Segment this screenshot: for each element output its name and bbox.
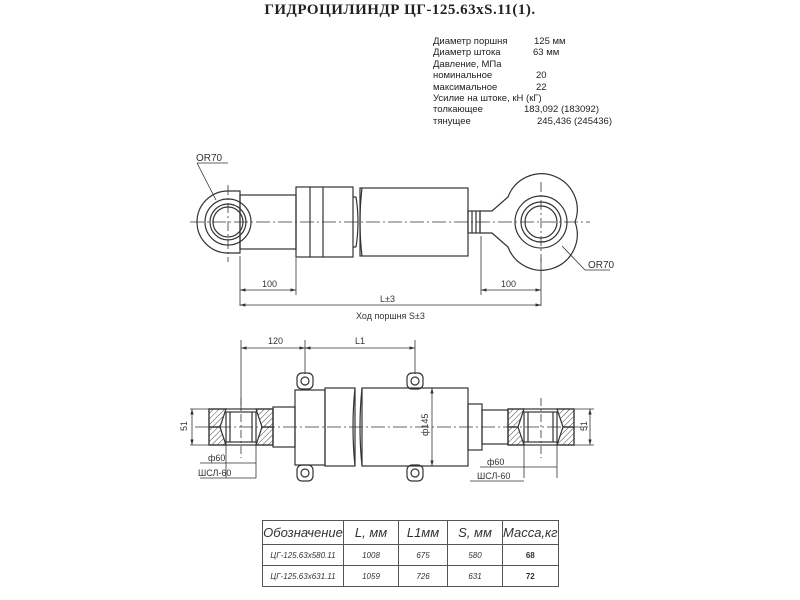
side-view [190,340,594,482]
spec-label: номинальное [433,70,493,82]
dim-100-left: 100 [262,279,277,289]
cell-stroke: 631 [447,565,503,587]
left-eye-outline [196,190,241,254]
radius-label-right: OR70 [588,260,615,271]
dim-stroke: Ход поршня S±3 [356,311,425,321]
spec-label: толкающее [433,104,483,116]
header-designation: Обозначение [262,520,344,545]
spec-label: тянущее [433,115,471,127]
spec-value: 245,436 (245436) [537,115,613,127]
spec-value: 63 мм [533,47,560,59]
dim-d60-left: ф60 [208,453,225,463]
spec-value: 183,092 (183092) [524,104,600,116]
table-header-row: Обозначение L, мм L1мм S, мм Масса,кг [262,520,559,545]
spec-label: Усилие на штоке, кН (кГ) [433,92,542,104]
radius-label-left: OR70 [196,153,223,164]
spec-value: 125 мм [534,36,566,47]
rear-head-side [294,389,326,466]
spec-label: Диаметр поршня [433,36,508,47]
table-row: ЦГ-125.63х631.11 1059 726 631 72 [262,565,559,587]
dim-d60-right: ф60 [487,457,504,467]
table-row: ЦГ-125.63х580.11 1008 675 580 68 [262,544,559,566]
cell-mass: 68 [502,544,559,566]
drawing-title: ГИДРОЦИЛИНДР ЦГ-125.63хS.11(1). [264,2,536,18]
spec-value: 20 [536,70,547,82]
cell-length: 1008 [343,544,399,566]
tie-rod-nut [296,464,314,482]
spec-label: Давление, МПа [433,58,502,70]
dim-L1: L1 [355,336,365,346]
bearing-label-right: ШСЛ-60 [477,471,510,481]
cell-length-1: 726 [398,565,448,587]
tie-rod-nut [406,464,424,482]
bearing-label-left: ШСЛ-60 [198,468,231,478]
dim-100-right: 100 [501,279,516,289]
cell-length-1: 675 [398,544,448,566]
dim-d145: ф145 [420,414,430,436]
variants-table: Обозначение L, мм L1мм S, мм Масса,кг ЦГ… [262,520,559,587]
header-mass: Масса,кг [502,520,559,545]
cell-designation: ЦГ-125.63х580.11 [262,544,344,566]
tie-rod-nut [406,372,424,390]
cell-mass: 72 [502,565,559,587]
dim-51-right: 51 [579,421,589,431]
dim-120: 120 [268,336,283,346]
spec-value: 22 [536,81,547,93]
tie-rod-nut [296,372,314,390]
cell-stroke: 580 [447,544,503,566]
dim-51-left: 51 [179,421,189,431]
spec-label: максимальное [433,81,498,93]
cell-designation: ЦГ-125.63х631.11 [262,565,344,587]
top-view [190,162,610,307]
header-stroke: S, мм [447,520,503,545]
dim-length-total: L±3 [380,294,395,304]
cell-length: 1059 [343,565,399,587]
header-length-1: L1мм [398,520,448,545]
header-length: L, мм [343,520,399,545]
barrel-stub [353,196,356,248]
spec-label: Диаметр штока [433,47,501,59]
